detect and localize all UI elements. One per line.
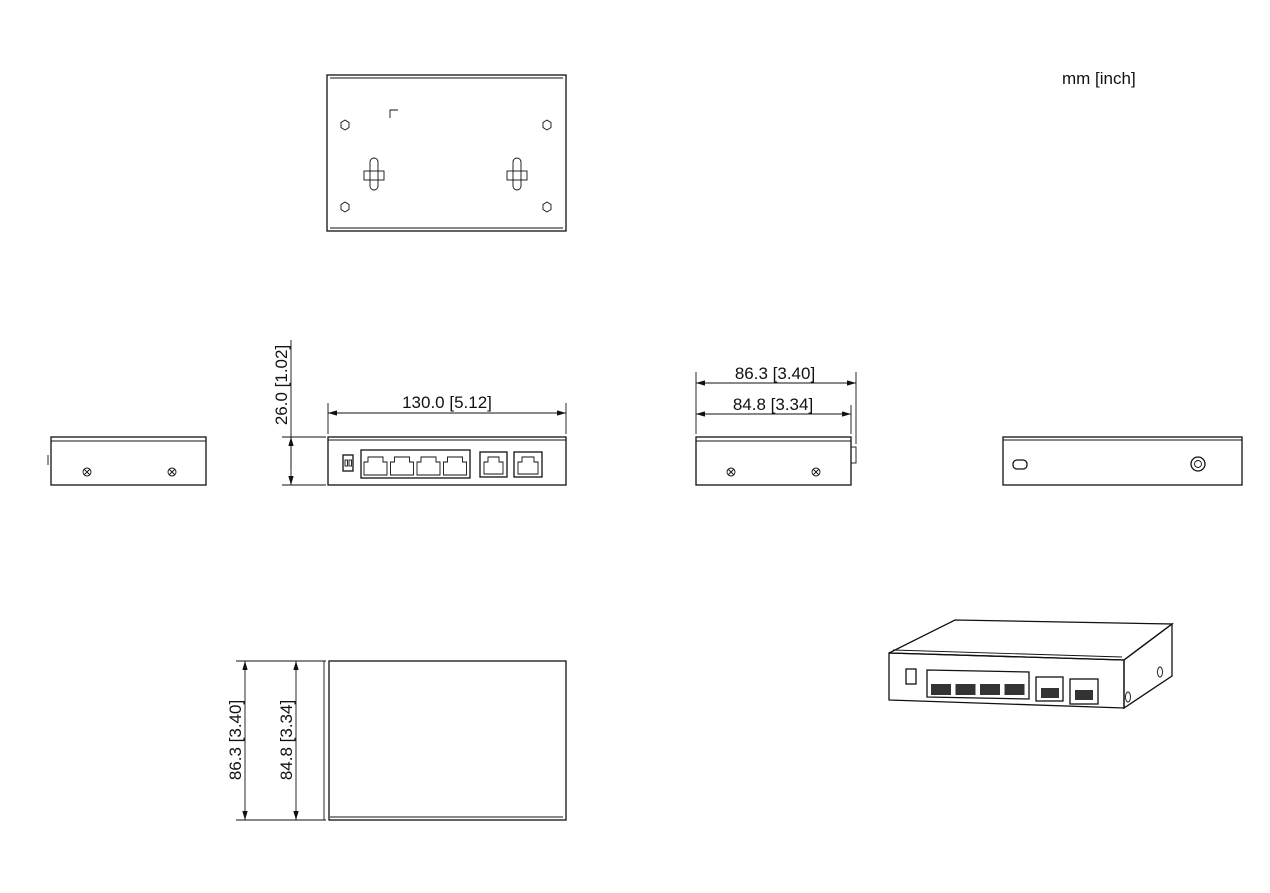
rj45-port-icon [416,456,441,476]
top-view [326,74,567,232]
rj45-port-icon [1004,684,1025,695]
rj45-port-icon [443,456,467,476]
depth-body-dimension: 84.8 [3.34] [277,700,296,780]
length-dimension: 130.0 [5.12] [402,393,492,412]
rj45-port-icon [1069,678,1099,705]
screw-icon [1125,691,1131,703]
keyhole-slot-icon [363,157,528,191]
rear-view [1002,436,1243,486]
dip-switch-icon [905,668,917,685]
mounting-hole-icon [340,119,552,213]
screw-icon [1157,666,1163,678]
rj45-port-icon [363,456,388,476]
rj45-port-icon [363,456,467,476]
depth-body-dimension: 84.8 [3.34] [733,395,813,414]
depth-overall-dimension: 86.3 [3.40] [226,700,245,780]
rj45-port-icon [513,451,543,478]
front-view: 130.0 [5.12] 26.0 [1.02] [272,340,567,486]
rj45-port-icon [1035,676,1064,702]
units-label: mm [inch] [1062,69,1136,88]
rj45-port-icon [955,684,976,695]
rj45-port-icon [980,684,1000,695]
dc-jack-icon [1190,456,1206,472]
rj45-port-icon [931,684,1025,695]
power-switch-icon [1012,459,1028,470]
dip-switch-icon [342,454,354,472]
screw-icon [726,467,821,477]
rj45-port-group [926,669,1030,700]
depth-overall-dimension: 86.3 [3.40] [735,364,815,383]
rj45-port-icon [479,451,508,478]
isometric-view [888,619,1174,710]
left-side-view [47,436,207,486]
rj45-port-icon [931,684,951,695]
rj45-port-icon [390,456,414,476]
bottom-view: 86.3 [3.40] 84.8 [3.34] [226,660,567,821]
right-side-view: 86.3 [3.40] 84.8 [3.34] [695,364,857,486]
rj45-port-group [360,449,471,479]
screw-icon [82,467,177,477]
height-dimension: 26.0 [1.02] [272,345,291,425]
